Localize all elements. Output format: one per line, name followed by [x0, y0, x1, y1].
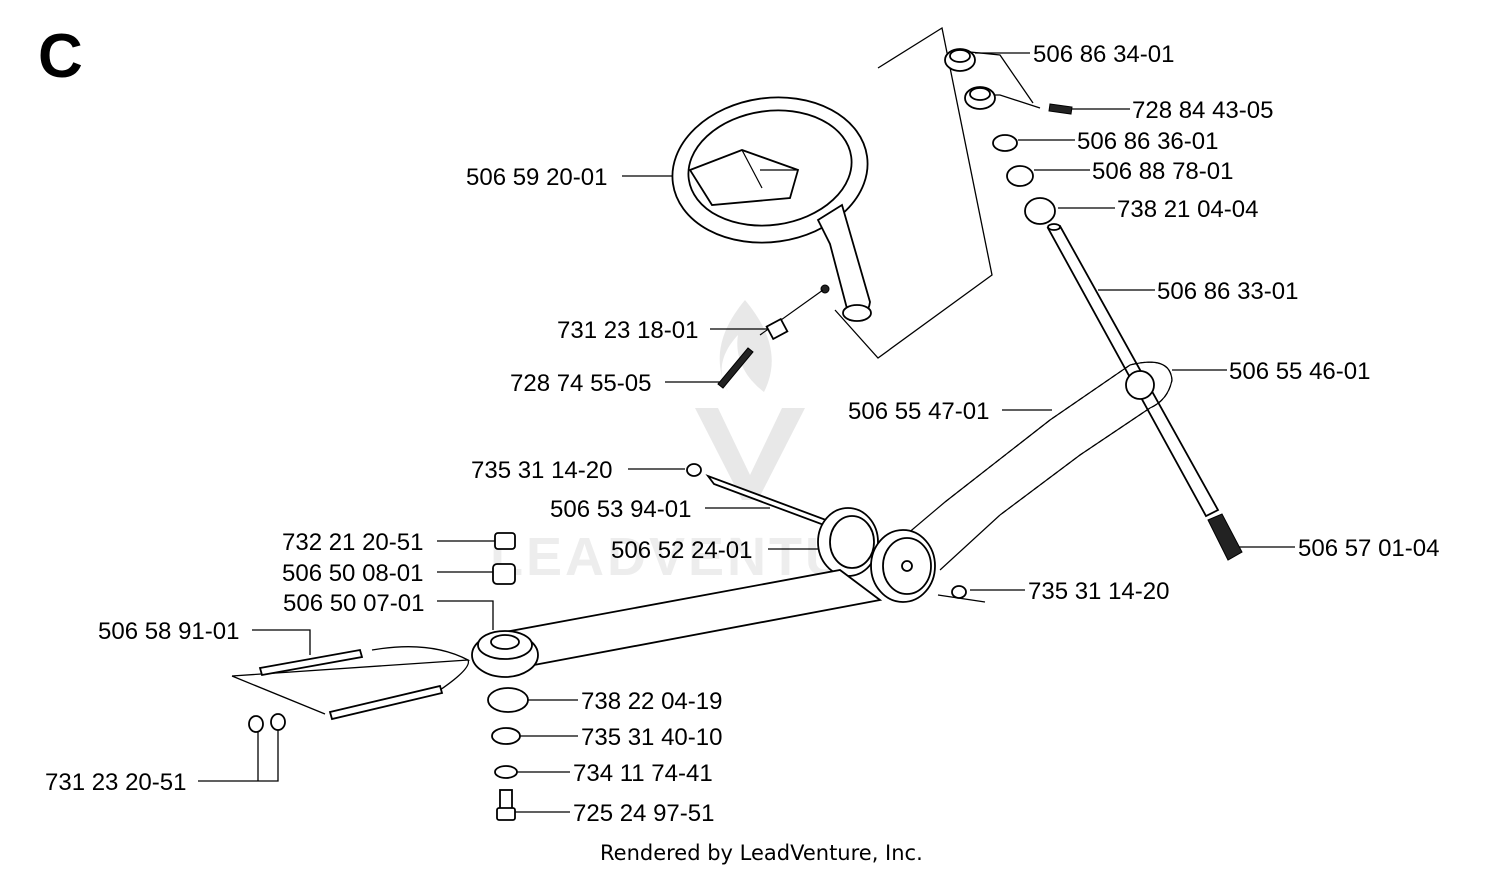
- label-p12: 735 31 14-20: [471, 457, 612, 484]
- sector-arm: [471, 569, 883, 678]
- label-p3: 506 86 36-01: [1077, 128, 1218, 155]
- footer-credit: Rendered by LeadVenture, Inc.: [600, 841, 923, 865]
- steering-wheel-drawing: [671, 96, 872, 336]
- watermark-logo: [695, 300, 805, 500]
- label-p5: 738 21 04-04: [1117, 196, 1258, 223]
- chain-cables: [899, 361, 1173, 571]
- label-p14: 506 52 24-01: [611, 537, 752, 564]
- section-letter: C: [38, 22, 83, 91]
- label-p13: 506 53 94-01: [550, 496, 691, 523]
- label-p1: 506 86 34-01: [1033, 41, 1174, 68]
- label-p15: 735 31 14-20: [1028, 578, 1169, 605]
- sector-hardware: [487, 532, 529, 821]
- label-p16: 506 57 01-04: [1298, 535, 1439, 562]
- label-p2: 728 84 43-05: [1132, 97, 1273, 124]
- label-p24: 725 24 97-51: [573, 800, 714, 827]
- part-labels: 506 86 34-01 728 84 43-05 506 86 36-01 5…: [45, 41, 1439, 827]
- label-p17: 732 21 20-51: [282, 529, 423, 556]
- label-p11: 506 55 47-01: [848, 398, 989, 425]
- label-p19: 506 50 07-01: [283, 590, 424, 617]
- label-p22: 735 31 40-10: [581, 724, 722, 751]
- label-p21: 738 22 04-19: [581, 688, 722, 715]
- steering-shaft-assembly: [944, 48, 1243, 561]
- label-p25: 731 23 20-51: [45, 769, 186, 796]
- label-p9: 731 23 18-01: [557, 317, 698, 344]
- label-p7: 506 55 46-01: [1229, 358, 1370, 385]
- label-p4: 506 88 78-01: [1092, 158, 1233, 185]
- label-p10: 728 74 55-05: [510, 370, 651, 397]
- threaded-rods: [248, 648, 444, 733]
- label-p23: 734 11 74-41: [573, 760, 713, 787]
- wheel-nut-screw: [717, 317, 789, 389]
- leader-lines: [198, 26, 1295, 813]
- label-p6: 506 86 33-01: [1157, 278, 1298, 305]
- pulley-assembly: [686, 463, 967, 603]
- label-p20: 506 58 91-01: [98, 618, 239, 645]
- label-p8: 506 59 20-01: [466, 164, 607, 191]
- label-p18: 506 50 08-01: [282, 560, 423, 587]
